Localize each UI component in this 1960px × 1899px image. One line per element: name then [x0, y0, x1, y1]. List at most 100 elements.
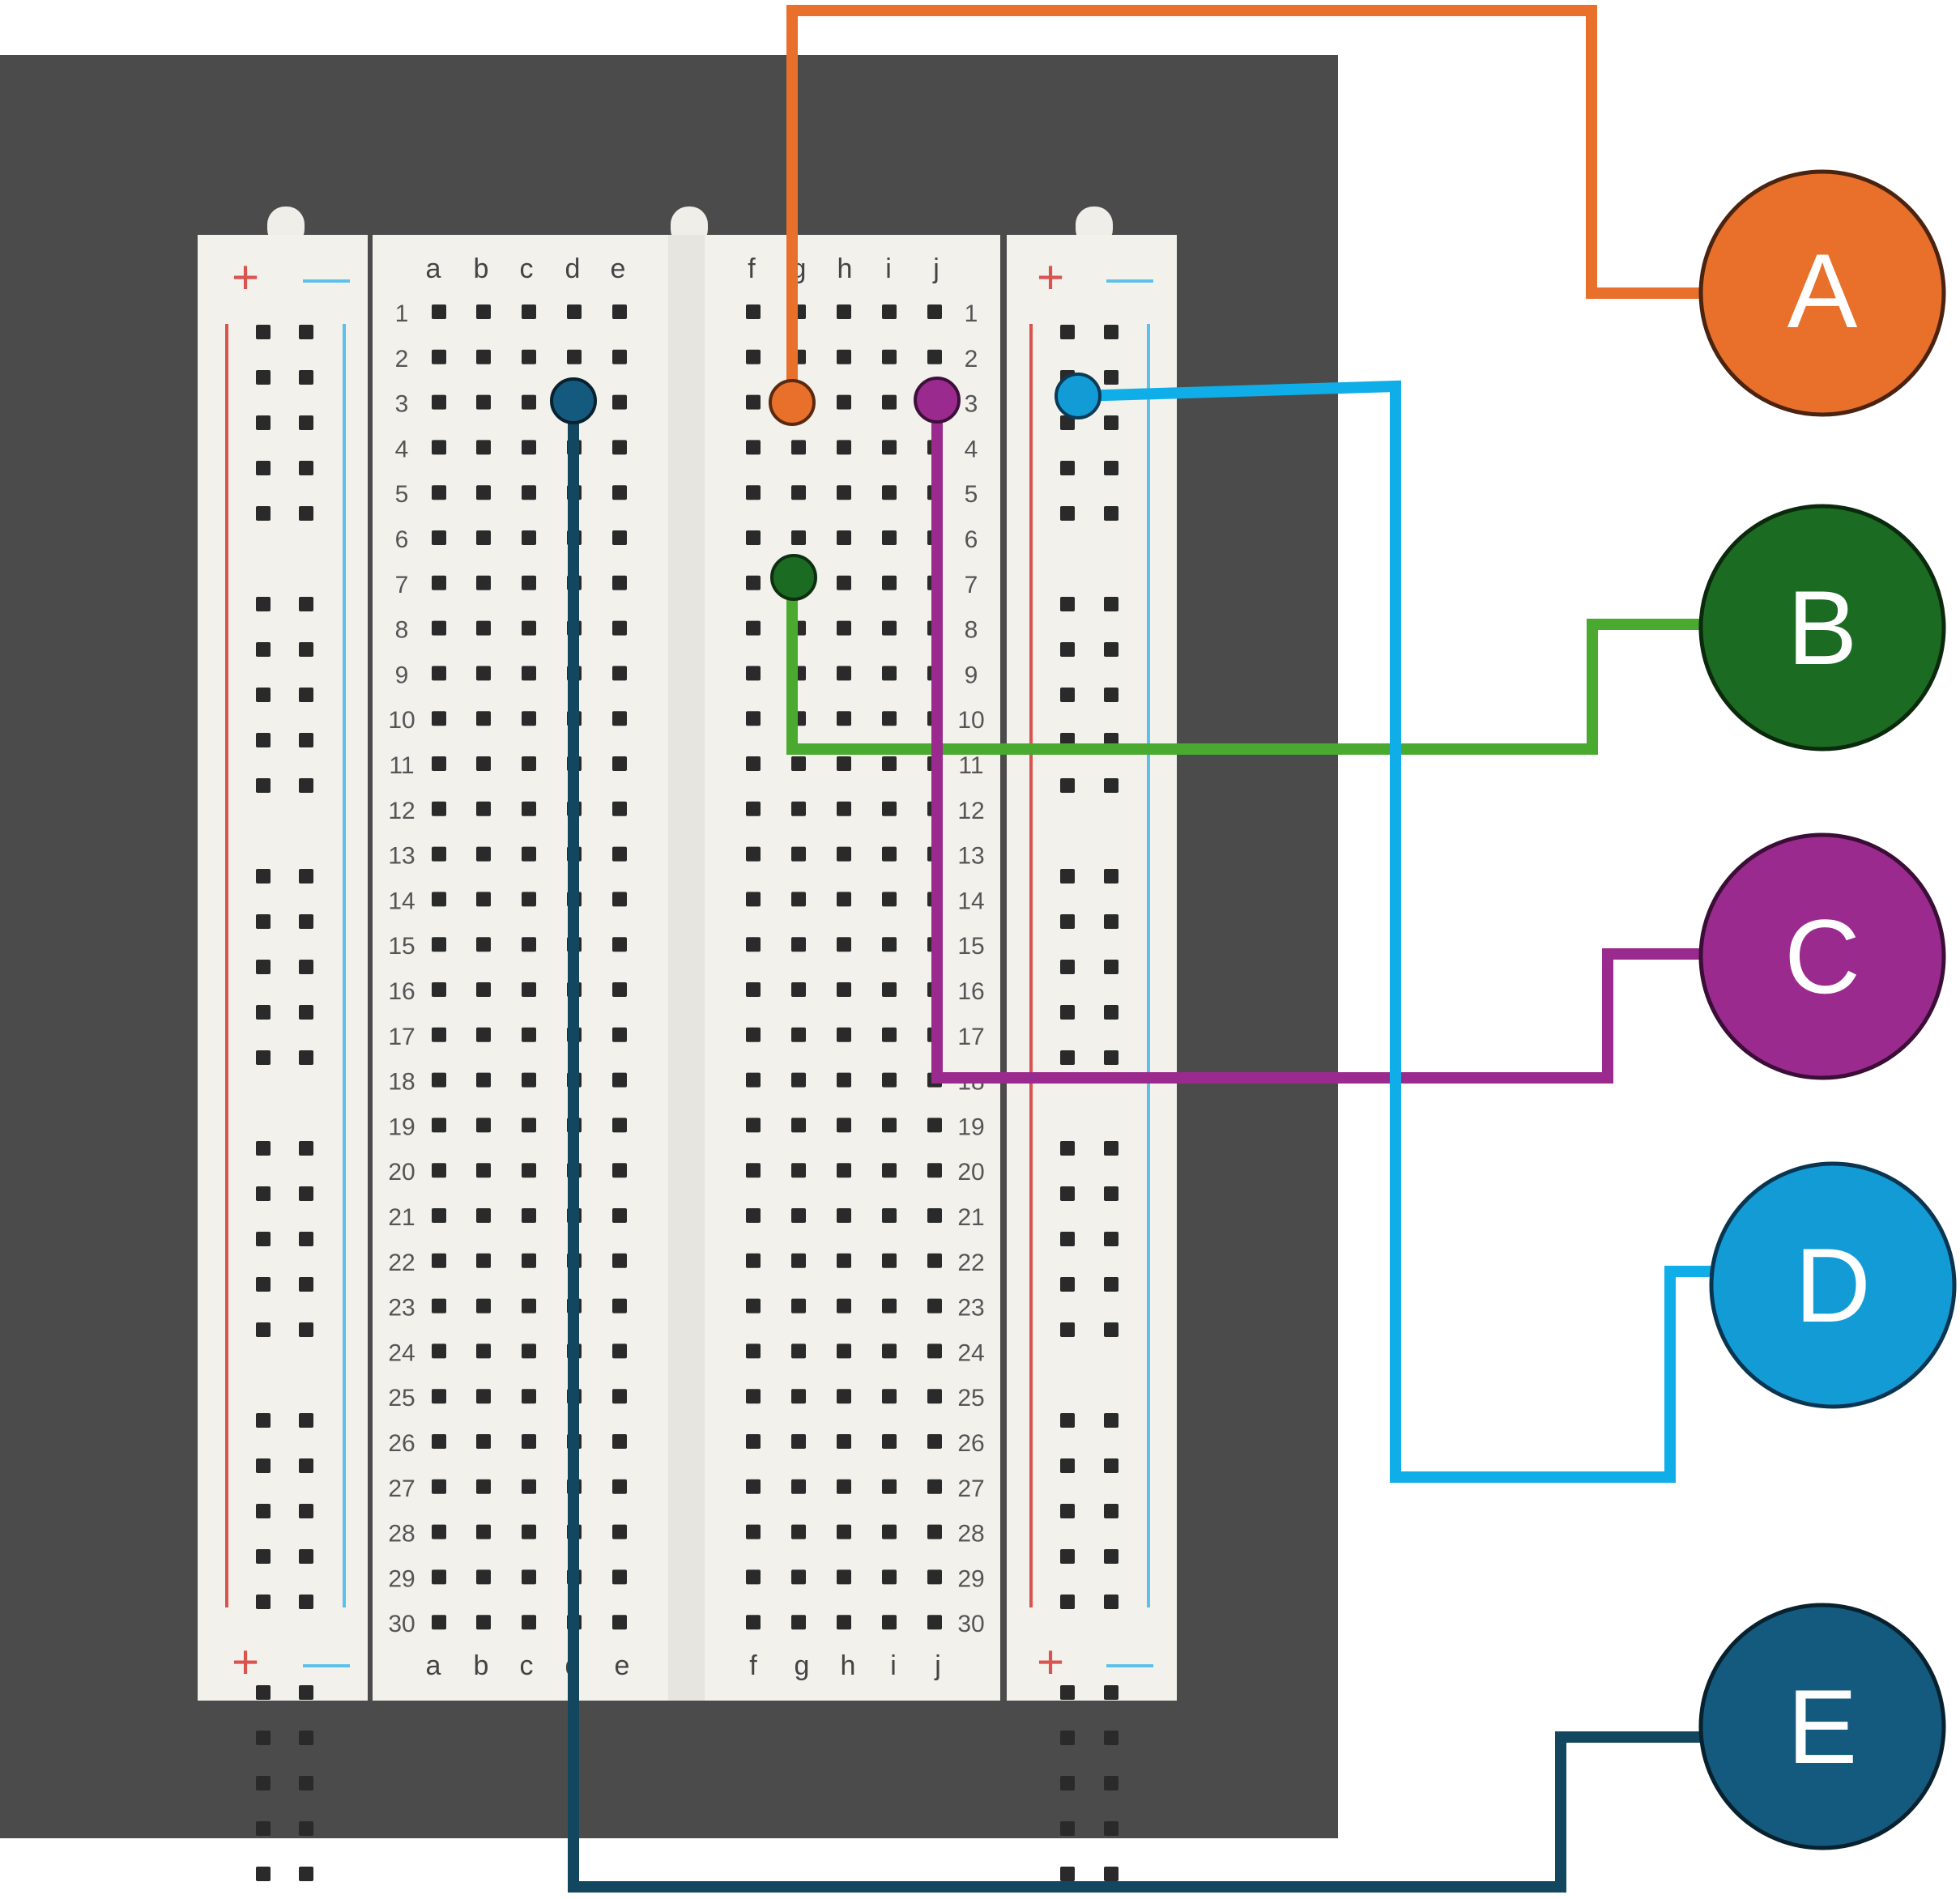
- row-number: 9: [965, 662, 978, 688]
- row-number: 6: [395, 526, 409, 553]
- callout-b-label: B: [1787, 568, 1858, 687]
- hole: [837, 711, 851, 726]
- hole: [882, 846, 897, 862]
- hole: [746, 1118, 761, 1133]
- hole: [837, 440, 851, 455]
- row-number: 16: [388, 978, 415, 1005]
- hole: [612, 1072, 627, 1088]
- hole: [522, 1253, 536, 1268]
- row-number: 8: [395, 617, 409, 644]
- row-number: 25: [388, 1385, 415, 1411]
- hole: [522, 349, 536, 364]
- hole: [837, 485, 851, 500]
- hole: [882, 1072, 897, 1088]
- hole: [522, 1434, 536, 1449]
- callout-d-label: D: [1795, 1226, 1871, 1344]
- row-number: 27: [957, 1475, 984, 1502]
- hole: [791, 530, 806, 545]
- endpoint-d: [1055, 373, 1101, 419]
- hole: [927, 1434, 942, 1449]
- hole: [927, 1163, 942, 1178]
- hole: [1060, 1776, 1075, 1790]
- row-number: 21: [388, 1204, 415, 1231]
- column-letter: e: [615, 1650, 630, 1681]
- hole: [1104, 1458, 1118, 1473]
- hole: [837, 1027, 851, 1042]
- hole: [612, 349, 627, 364]
- hole: [256, 1458, 271, 1473]
- hole: [791, 440, 806, 455]
- hole: [476, 982, 491, 997]
- hole: [746, 937, 761, 952]
- hole: [837, 937, 851, 952]
- hole: [522, 394, 536, 410]
- hole: [1060, 1685, 1075, 1700]
- hole: [476, 485, 491, 500]
- hole: [746, 1027, 761, 1042]
- hole: [432, 982, 446, 997]
- hole: [256, 1232, 271, 1246]
- hole: [882, 1298, 897, 1314]
- plus-symbol: +: [232, 251, 259, 304]
- hole: [791, 1072, 806, 1088]
- hole: [746, 892, 761, 907]
- hole: [522, 1208, 536, 1223]
- row-number: 16: [957, 978, 984, 1005]
- row-number: 17: [388, 1024, 415, 1050]
- hole: [791, 756, 806, 771]
- hole: [256, 597, 271, 611]
- minus-symbol: —: [303, 251, 350, 304]
- row-number: 7: [965, 572, 978, 598]
- hole: [432, 1072, 446, 1088]
- column-letter: f: [749, 1650, 757, 1681]
- hole: [927, 1615, 942, 1630]
- hole: [256, 960, 271, 974]
- hole: [1104, 778, 1118, 793]
- row-number: 11: [389, 752, 414, 779]
- hole: [522, 304, 536, 319]
- hole: [1060, 1186, 1075, 1201]
- hole: [1060, 869, 1075, 884]
- hole: [882, 575, 897, 590]
- hole: [522, 801, 536, 816]
- hole: [882, 620, 897, 636]
- column-letter: a: [426, 253, 441, 284]
- hole: [1104, 1141, 1118, 1156]
- hole: [612, 1569, 627, 1585]
- hole: [927, 304, 942, 319]
- hole: [567, 349, 582, 364]
- hole: [791, 1298, 806, 1314]
- hole: [837, 1072, 851, 1088]
- hole: [927, 1389, 942, 1404]
- hole: [476, 892, 491, 907]
- hole: [927, 1569, 942, 1585]
- column-letter: c: [520, 1650, 534, 1681]
- hole: [882, 1118, 897, 1133]
- row-number: 20: [957, 1159, 984, 1186]
- hole: [256, 1867, 271, 1881]
- callout-labels: A B C D E: [1698, 169, 1957, 1850]
- hole: [746, 1389, 761, 1404]
- hole: [837, 349, 851, 364]
- hole: [1060, 1821, 1075, 1836]
- hole: [299, 733, 313, 747]
- hole: [1104, 1731, 1118, 1745]
- hole: [837, 846, 851, 862]
- hole: [432, 1027, 446, 1042]
- hole: [927, 1524, 942, 1539]
- wire-d: [1078, 380, 1713, 1483]
- hole: [612, 711, 627, 726]
- hole: [1060, 1232, 1075, 1246]
- hole: [299, 415, 313, 430]
- hole: [746, 1163, 761, 1178]
- callout-a: A: [1698, 169, 1946, 417]
- hole: [299, 1821, 313, 1836]
- hole: [746, 1253, 761, 1268]
- hole: [1104, 1685, 1118, 1700]
- hole: [432, 304, 446, 319]
- hole: [432, 349, 446, 364]
- hole: [612, 620, 627, 636]
- hole: [1060, 461, 1075, 475]
- hole: [256, 688, 271, 702]
- hole: [837, 394, 851, 410]
